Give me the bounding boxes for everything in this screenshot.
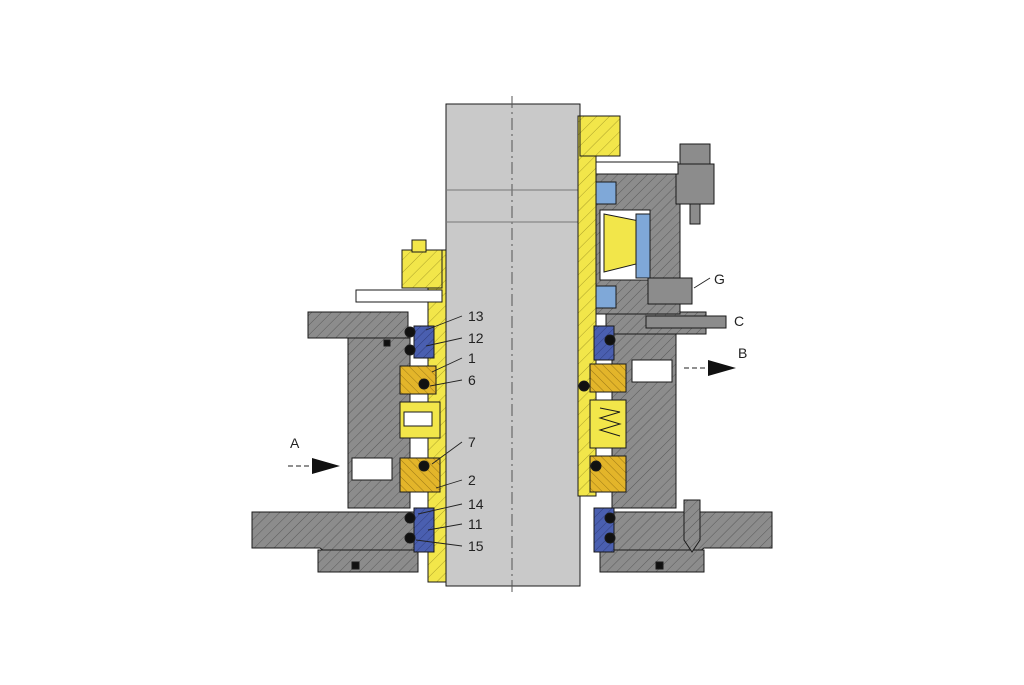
o-ring [418, 378, 430, 390]
right-spring [598, 407, 622, 437]
left-seal-assembly [355, 239, 447, 583]
set-screw [411, 239, 427, 253]
flow-arrows [288, 360, 736, 474]
o-ring [418, 460, 430, 472]
bolt-head [679, 143, 711, 165]
o-ring [404, 326, 416, 338]
shaft-body [445, 103, 581, 587]
arrow-b-head [708, 360, 736, 376]
right-face-lower [589, 455, 627, 493]
callout-14: 14 [468, 496, 484, 512]
left-bottom-step [317, 549, 419, 573]
port-label-b: B [738, 345, 747, 361]
left-drive-collar [401, 249, 443, 289]
o-ring [404, 344, 416, 356]
o-ring [604, 512, 616, 524]
callout-1: 1 [468, 350, 476, 366]
callout-labels: 13 12 1 6 7 2 14 11 15 [468, 308, 484, 554]
housing-oring [351, 561, 360, 570]
callout-12: 12 [468, 330, 484, 346]
left-spring [403, 411, 433, 427]
leader-lines [415, 277, 711, 547]
port-label-g: G [714, 271, 725, 287]
callout-13: 13 [468, 308, 484, 324]
right-seal-assembly [577, 115, 627, 553]
fitting-c [645, 315, 727, 329]
housing-oring [383, 339, 391, 347]
bearing-ring-bottom [595, 285, 617, 309]
bolt-shank [689, 203, 701, 225]
housing-oring [655, 561, 664, 570]
callout-6: 6 [468, 372, 476, 388]
bolt-nut [675, 163, 715, 205]
callout-15: 15 [468, 538, 484, 554]
left-housing [251, 311, 419, 573]
port-label-a: A [290, 435, 300, 451]
callout-2: 2 [468, 472, 476, 488]
left-seat-ring-top [413, 325, 435, 359]
left-face-upper [399, 365, 437, 395]
o-ring [578, 380, 590, 392]
right-drive-collar [579, 115, 621, 157]
o-ring [404, 512, 416, 524]
fitting-g [647, 277, 693, 305]
port-label-c: C [734, 313, 744, 329]
o-ring [404, 532, 416, 544]
left-seat-ring-bottom [413, 507, 435, 553]
left-gland-plate [355, 289, 443, 303]
callout-11: 11 [468, 516, 483, 532]
shaft [445, 96, 581, 592]
o-ring [590, 460, 602, 472]
right-bottom-step [599, 549, 705, 573]
right-face-upper [589, 363, 627, 393]
bearing-ring-top [595, 181, 617, 205]
port-labels: A B C G [290, 271, 747, 451]
bearing-outer-race [635, 213, 651, 279]
drain-plug [683, 499, 701, 553]
left-upper-flange [307, 311, 409, 339]
callout-7: 7 [468, 434, 476, 450]
clamp-plate [595, 161, 679, 175]
inlet-bore [351, 457, 393, 481]
outlet-bore [631, 359, 673, 383]
arrow-a-head [312, 458, 340, 474]
o-ring [604, 334, 616, 346]
o-ring [604, 532, 616, 544]
